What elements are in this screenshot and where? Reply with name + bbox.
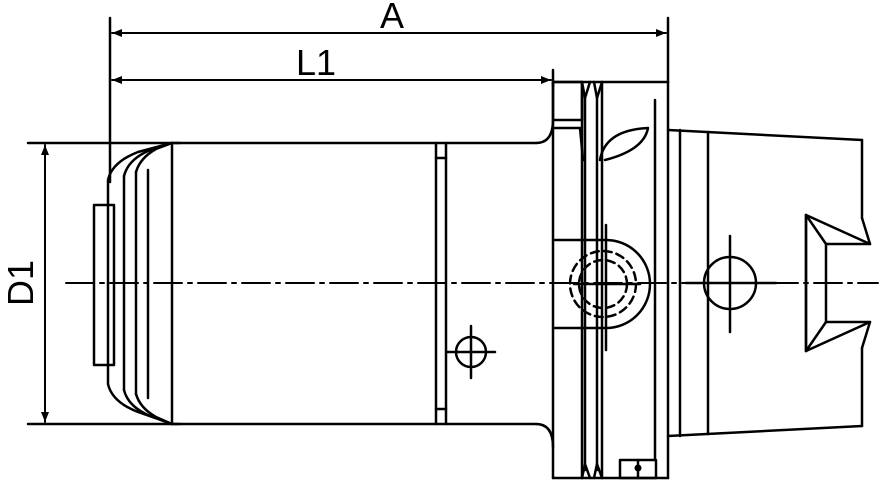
extension-lines: [26, 16, 670, 426]
dimension-label-a: A: [380, 0, 404, 36]
dimension-label-l1: L1: [296, 42, 336, 83]
notch-dot: [634, 464, 642, 472]
body-hole-mark: [445, 324, 497, 380]
flange: [551, 80, 670, 480]
dimension-label-d1: D1: [0, 260, 41, 306]
